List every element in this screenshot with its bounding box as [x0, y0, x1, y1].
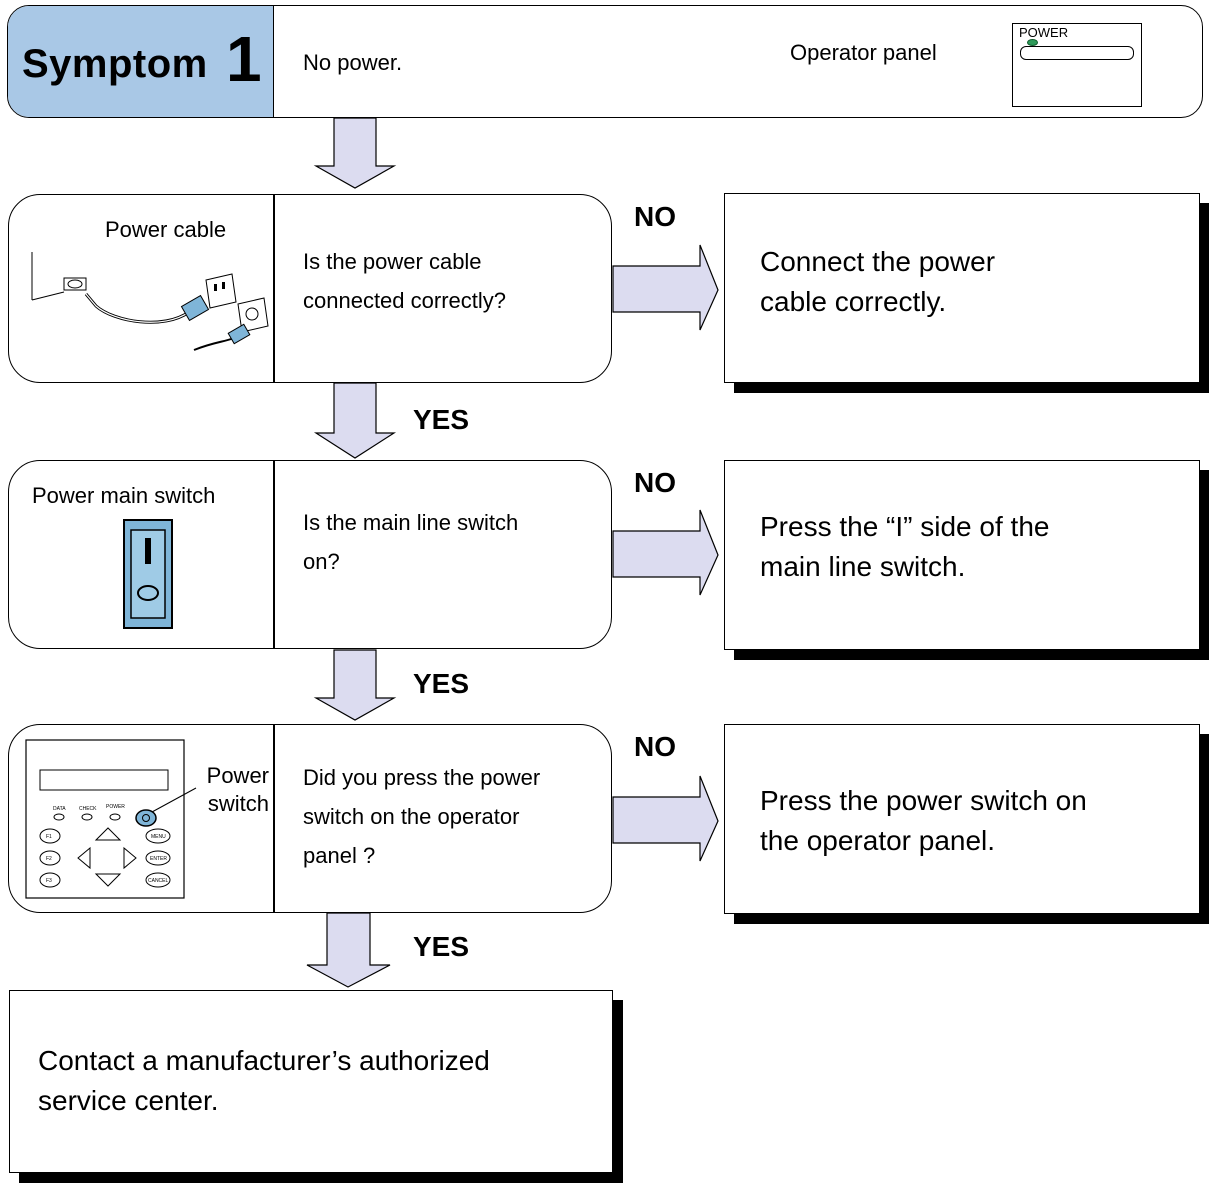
action-text: Press the “I” side of the main line swit…	[760, 507, 1049, 587]
action-box	[724, 460, 1200, 650]
step-divider	[273, 725, 275, 912]
main-switch-icon	[123, 519, 173, 629]
action-box	[724, 724, 1200, 914]
symptom-header: Symptom 1	[7, 5, 1203, 118]
question-line: on?	[303, 549, 340, 574]
step-divider	[273, 195, 275, 382]
no-label: NO	[634, 731, 676, 762]
right-arrow-icon	[612, 244, 719, 331]
symptom-title-cell: Symptom 1	[8, 6, 274, 117]
operator-panel-keypad-icon: DATA CHECK POWER F1 F2 F3 MENU ENTER CAN…	[25, 739, 197, 899]
symptom-description: No power.	[303, 50, 403, 75]
yes-label: YES	[413, 931, 470, 962]
power-switch-label-line: switch	[207, 791, 269, 816]
power-led-icon	[1027, 39, 1038, 46]
action-line: Press the “I” side of the	[760, 511, 1050, 542]
question-line: Is the power cable	[303, 249, 482, 274]
no-label: NO	[634, 201, 676, 232]
action-text: Connect the power cable correctly.	[760, 242, 995, 322]
final-line: service center.	[38, 1085, 219, 1116]
down-arrow-icon	[306, 912, 391, 988]
question-line: panel ?	[303, 843, 376, 868]
power-cable-icon	[31, 252, 269, 351]
symptom-title: Symptom	[22, 42, 208, 86]
f1-key-label: F1	[46, 834, 52, 840]
panel-display-icon	[1020, 46, 1134, 60]
yes-label: YES	[413, 668, 470, 699]
action-line: the operator panel.	[760, 825, 996, 856]
right-arrow-icon	[612, 775, 719, 862]
action-line: cable correctly.	[760, 286, 947, 317]
question-text: Did you press the power switch on the op…	[303, 758, 540, 875]
led-check-label: CHECK	[79, 806, 97, 812]
question-line: Is the main line switch	[303, 510, 519, 535]
led-data-label: DATA	[53, 806, 66, 812]
question-line: connected correctly?	[303, 288, 506, 313]
symptom-number: 1	[226, 23, 262, 95]
f3-key-label: F3	[46, 878, 52, 884]
power-switch-label: Power switch	[193, 762, 269, 818]
yes-label: YES	[413, 404, 470, 435]
question-line: Did you press the power	[303, 765, 541, 790]
action-line: main line switch.	[760, 551, 966, 582]
power-cable-label: Power cable	[105, 217, 227, 242]
f2-key-label: F2	[46, 856, 52, 862]
final-line: Contact a manufacturer’s authorized	[38, 1045, 490, 1076]
down-arrow-icon	[313, 382, 397, 459]
operator-panel-caption: Operator panel	[790, 40, 937, 65]
operator-panel-illustration: POWER	[1012, 23, 1142, 107]
led-power-label: POWER	[106, 804, 125, 810]
final-box	[9, 990, 613, 1173]
action-box	[724, 193, 1200, 383]
step-main-switch	[8, 460, 612, 649]
action-line: Connect the power	[760, 246, 996, 277]
step-divider	[273, 461, 275, 648]
question-text: Is the main line switch on?	[303, 503, 518, 581]
action-line: Press the power switch on	[760, 785, 1087, 816]
cancel-key-label: CANCEL	[148, 878, 169, 884]
final-text: Contact a manufacturer’s authorized serv…	[38, 1041, 490, 1121]
right-arrow-icon	[612, 509, 719, 596]
power-main-switch-label: Power main switch	[32, 483, 216, 508]
action-text: Press the power switch on the operator p…	[760, 781, 1087, 861]
step-power-cable	[8, 194, 612, 383]
enter-key-label: ENTER	[150, 856, 167, 862]
menu-key-label: MENU	[151, 834, 166, 840]
down-arrow-icon	[313, 117, 397, 189]
question-line: switch on the operator	[303, 804, 520, 829]
down-arrow-icon	[313, 649, 397, 721]
power-led-label: POWER	[1019, 25, 1069, 40]
no-label: NO	[634, 467, 676, 498]
power-switch-label-line: Power	[206, 763, 269, 788]
question-text: Is the power cable connected correctly?	[303, 242, 506, 320]
